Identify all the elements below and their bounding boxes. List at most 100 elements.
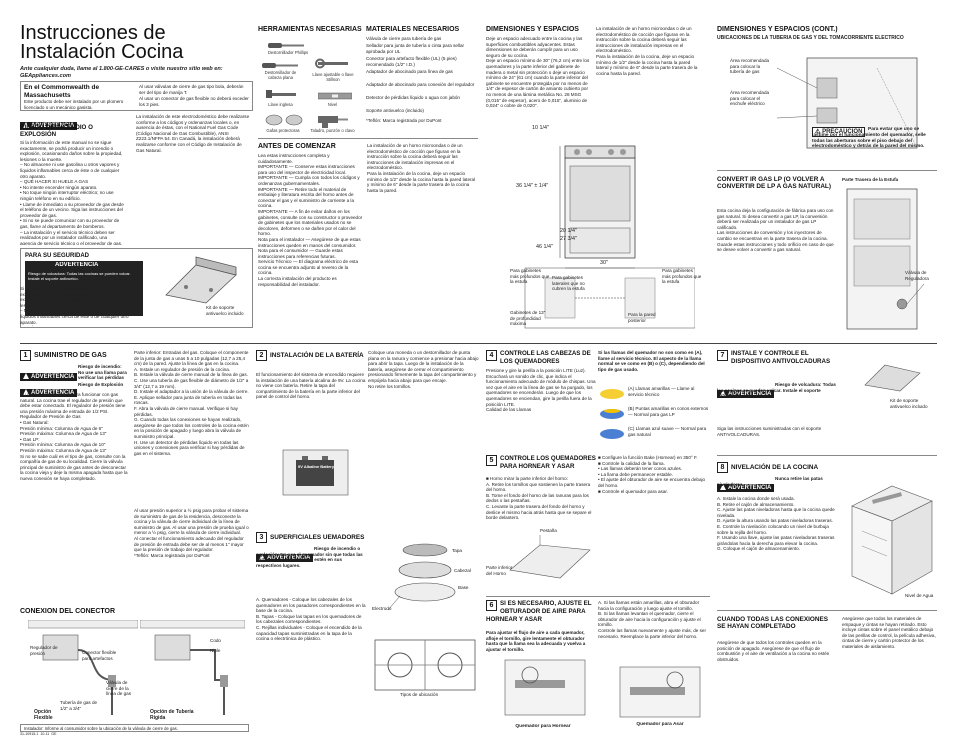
step7-body: Siga las instrucciones suministradas con… [717,426,823,437]
step7-warning: Riesgo de volcadura: Todas las cocinas s… [717,382,836,399]
flexible-connector-diagram [28,620,138,715]
flame-a-icon [600,389,624,399]
bake-burner-shutter-diagram [504,659,586,716]
commonwealth-bullet-3: Al usar un conector de gas flexible no d… [139,96,251,107]
step3-heading: SUPERFICIALES UEMADORES [270,534,365,541]
flame-row: (A) Llamas amarillas — Llame al servicio… [628,386,696,397]
anti-tip-box: PARA SU SEGURIDAD ADVERTENCIA Riesgo de … [20,248,253,328]
caution-box: ⚠ PRECAUCIÓN Para evitar que uno se last… [812,127,937,163]
connector-label: Codo [210,638,221,643]
anti-tip-bracket-illustration [165,256,237,304]
subtitle: Ante cualquier duda, llame al 1.800-GE-C… [20,66,223,72]
dim-20: 20 1/4" [560,228,577,234]
installer-footer-text: Instalador: Informe al consumidor sobre … [24,726,178,731]
done-body-2: Asegúrese que todos los materiales de em… [842,616,937,649]
step1-col2: Parte inferior: Entradas del gas. Coloqu… [134,350,249,456]
before-heading: ANTES DE COMENZAR [258,143,336,150]
installer-footer: Instalador: Informe al consumidor sobre … [20,724,249,732]
anti-tip-heading: PARA SU SEGURIDAD [25,253,90,259]
step-number: 5 [486,455,497,466]
tool-label-phillips: Destornillador Phillips [267,50,309,55]
cabinet-label: Para gabinetes más profundos que la estu… [510,268,550,285]
step1-col2b: Al usar presión superior a ½ psig para p… [134,508,249,558]
warning-triangle-icon [720,484,726,490]
broil-burner-shutter-diagram [619,666,701,718]
before-body-continued: La instalación de un horno microondas o … [367,143,476,193]
material-item: Soporte antivuelco (incluido) [366,108,424,113]
tool-label-level: Nivel [327,102,338,107]
drill-icon [318,116,348,128]
step4-side: Si las llamas del quemador no son como e… [598,350,706,372]
materials-list: Válvula de cierre para tubería de gas Se… [366,36,478,136]
dims-cont-heading: DIMENSIONES Y ESPACIOS (CONT.) [717,26,838,33]
goggles-icon [265,114,303,126]
step4-heading: CONTROLE LAS CABEZAS DE LOS QUEMADORES [500,350,591,365]
dim-27: 27 3/4" [560,236,577,242]
flame-quality-table: (A) Llamas amarillas — Llame al servicio… [598,384,710,444]
burner-label: Tipos de ubicación [400,692,439,697]
divider [717,170,937,171]
burner-diagram [374,543,476,691]
oven-bottom-label: Parte inferior del Horno [486,565,514,576]
rigid-pipe-diagram [140,620,245,715]
warning-label: ADVERTENCIA [31,123,75,129]
step5-body-2: ■ Configure la función Bake (Hornear) en… [598,455,706,494]
flame-row: (B) Puntas amarillas en conos externos —… [628,406,710,417]
step6-heading: SI ES NECESARIO, AJUSTE EL OBTURADOR DE … [486,600,592,623]
dimensions-body: Deje un espacio adecuado entre la cocina… [486,36,590,109]
range-dimension-diagram [524,145,695,329]
caution-label: PRECAUCIÓN [822,129,863,135]
electric-area-note: Área recomendada para colocar el enchufe… [730,90,771,107]
step6-body: Para ajustar el flujo de aire a cada que… [486,630,587,652]
step1-warning: Riesgo de incendio: No use una llama par… [78,364,127,380]
material-item: Válvula de cierre para tubería de gas [366,36,442,41]
tools-grid: Destornillador Phillips Destornillador d… [258,36,358,146]
warning-label: ADVERTENCIA [728,485,772,491]
page-title: Instrucciones de Instalación Cocina [20,24,184,63]
anti-tip-bracket-small [864,364,921,392]
connector-label: Válvula de cierre de la línea de gas [106,680,132,697]
install-codes-text: La instalación de este electrodoméstico … [136,114,251,153]
lp-diagram-label: Parte Trasera de la Estufa [842,177,899,182]
divider [717,455,937,456]
dim-10: 10 1/4" [532,125,549,131]
warning-label: ADVERTENCIA [728,391,772,397]
done-heading: CUANDO TODAS LAS CONEXIONES SE HAYAN COM… [717,616,830,631]
tab-label: Pestaña [540,528,557,533]
step1-warning-2-badge: ADVERTENCIA [20,381,78,399]
divider [717,610,937,611]
flame-b-icon [600,409,624,419]
step2-body-continued: Coloque una moneda o un destornillador d… [368,350,479,389]
tool-label-drill: Taladro, punzón o clavo [310,128,355,133]
cabinet-label: Para la pared posterior [628,312,657,323]
step1-warning-2: Riesgo de Explosión [78,382,124,387]
warning-label: ADVERTENCIA [31,390,75,396]
divider [258,138,478,139]
connector-label: Regulador de presión [30,645,59,656]
step2-heading: INSTALACIÓN DE LA BATERÍA [270,352,364,359]
step3-warning-badge: ADVERTENCIA [256,546,314,564]
commonwealth-heading: En el Commonwealth de Massachusetts [24,84,101,99]
connector-label: Conector flexible para artefactos [82,650,117,661]
step-number: 1 [20,350,31,361]
step-number: 7 [717,350,728,361]
website-link[interactable]: GEAppliances.com [20,73,71,79]
warning-triangle-icon [23,389,29,395]
warning-label: ADVERTENCIA [31,374,75,380]
cabinet-label: Para gabinetes laterales que no cubren l… [552,275,586,292]
phillips-screwdriver-icon [268,43,304,48]
flat-screwdriver-icon [262,63,298,68]
step3-items: A. Quemadores - Coloque los cabezales de… [256,597,366,642]
warning-label: ADVERTENCIA [267,555,311,561]
caution-icon: ⚠ [815,129,821,135]
range-rear-diagram [846,188,925,330]
warning-triangle-icon [23,373,29,379]
flame-c-icon [600,429,624,439]
tool-label-flat: Destornillador de cabeza plana [264,70,297,80]
